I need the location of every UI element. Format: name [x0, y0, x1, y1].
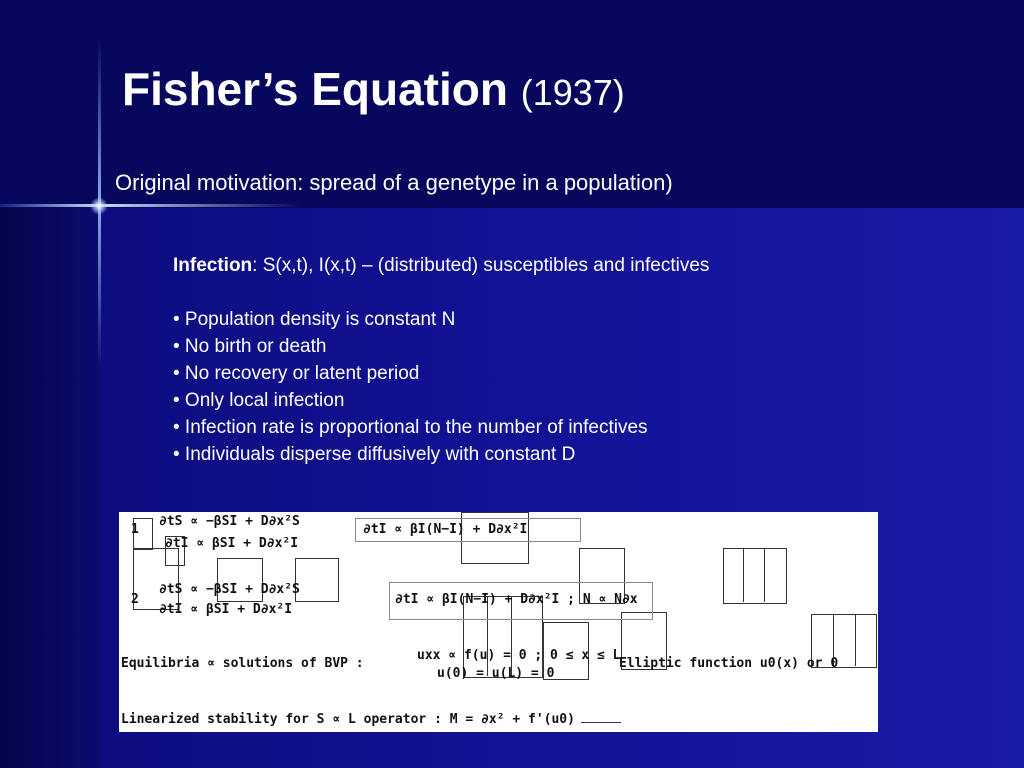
assumption-item: • Population density is constant N — [173, 309, 456, 330]
artifact-box — [463, 596, 543, 678]
assumption-item: • Only local infection — [173, 390, 345, 411]
artifact-box — [579, 548, 625, 604]
artifact-line — [511, 596, 512, 676]
horizontal-light-flare — [0, 204, 300, 207]
equation-line: ∂tI ∝ βI(N−I) + D∂x²I — [363, 522, 528, 537]
artifact-box — [543, 622, 589, 680]
header-background — [0, 0, 1024, 208]
equation-line: ∂tI ∝ βSI + D∂x²I — [165, 536, 299, 551]
assumption-item: • No recovery or latent period — [173, 363, 420, 384]
assumption-item: • Infection rate is proportional to the … — [173, 417, 648, 438]
title-main: Fisher’s Equation — [122, 63, 508, 115]
artifact-box — [133, 518, 153, 550]
content-block: Infection: S(x,t), I(x,t) – (distributed… — [173, 252, 709, 468]
spacer — [173, 279, 709, 306]
slide-subtitle: Original motivation: spread of a genetyp… — [115, 170, 673, 195]
assumption-item: • Individuals disperse diffusively with … — [173, 444, 576, 465]
row-number: 1 — [131, 522, 139, 537]
artifact-line — [833, 614, 834, 666]
equation-line: ∂tI ∝ βSI + D∂x²I — [159, 602, 293, 617]
artifact-box — [723, 548, 787, 604]
artifact-line — [743, 548, 744, 602]
artifact-line — [855, 614, 856, 666]
equation-line: ∂tS ∝ −βSI + D∂x²S — [159, 514, 300, 529]
linearized-stability: Linearized stability for S ∝ L operator … — [121, 712, 575, 727]
artifact-box — [295, 558, 339, 602]
sparkle-icon — [90, 197, 108, 215]
artifact-box — [217, 558, 263, 602]
artifact-line — [581, 722, 621, 723]
equation-box — [389, 582, 653, 620]
slide-title: Fisher’s Equation (1937) — [122, 62, 625, 116]
artifact-box — [811, 614, 877, 668]
equation-image: 1 ∂tS ∝ −βSI + D∂x²S ∂tI ∝ βSI + D∂x²I ∂… — [119, 512, 878, 732]
artifact-box — [461, 512, 529, 564]
artifact-box — [165, 536, 185, 566]
equation-box — [355, 518, 581, 542]
infection-label: Infection — [173, 255, 253, 276]
equation-line: ∂tI ∝ βI(N−I) + D∂x²I ; N ∝ N∂x — [395, 592, 638, 607]
artifact-box — [133, 548, 179, 610]
infection-description: : S(x,t), I(x,t) – (distributed) suscept… — [252, 255, 710, 276]
bvp-equation: uxx ∝ f(u) = 0 ; 0 ≤ x ≤ L — [417, 648, 621, 663]
infection-definition: Infection: S(x,t), I(x,t) – (distributed… — [173, 252, 709, 279]
equation-line: ∂tS ∝ −βSI + D∂x²S — [159, 582, 300, 597]
artifact-box — [621, 612, 667, 670]
bvp-boundary: u(0) = u(L) = 0 — [437, 666, 555, 681]
equilibria-label: Equilibria ∝ solutions of BVP : — [121, 656, 364, 671]
assumption-item: • No birth or death — [173, 336, 327, 357]
artifact-line — [487, 596, 488, 676]
artifact-line — [764, 548, 765, 602]
left-strip — [0, 208, 100, 768]
row-number: 2 — [131, 592, 139, 607]
title-year: (1937) — [520, 72, 625, 113]
elliptic-function: Elliptic function u0(x) or 0 — [619, 656, 839, 671]
